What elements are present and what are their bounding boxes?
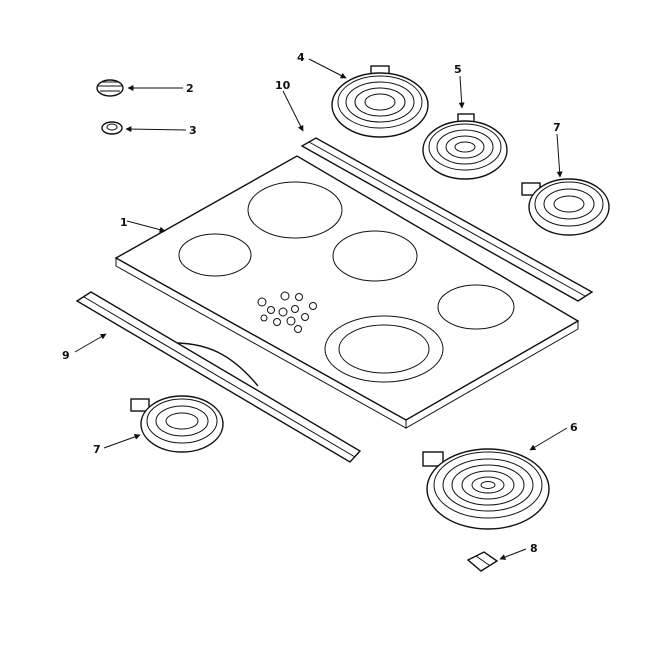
surface-element-4	[331, 65, 429, 138]
rear-trim-strip	[300, 137, 594, 302]
callout-2: 2	[186, 82, 194, 95]
callout-1: 1	[120, 216, 128, 229]
terminal-block	[466, 551, 499, 572]
callout-9: 9	[62, 349, 70, 362]
callout-8: 8	[530, 542, 538, 555]
surface-element-7-right	[521, 178, 610, 236]
callout-7-left: 7	[93, 443, 101, 456]
callout-4: 4	[297, 51, 305, 64]
callout-10: 10	[275, 79, 291, 92]
leader-lines	[74, 58, 568, 560]
callout-3: 3	[189, 124, 197, 137]
callout-6: 6	[570, 421, 578, 434]
callout-7-right: 7	[553, 121, 561, 134]
control-knob	[96, 79, 124, 97]
surface-element-7-left	[130, 395, 224, 453]
callout-5: 5	[454, 63, 462, 76]
front-trim-strip	[75, 291, 362, 463]
surface-element-6	[422, 448, 550, 530]
knob-ring	[101, 121, 123, 135]
surface-element-5	[422, 113, 508, 180]
indicator-holes	[257, 291, 317, 333]
glass-cooktop-panel	[114, 155, 580, 429]
